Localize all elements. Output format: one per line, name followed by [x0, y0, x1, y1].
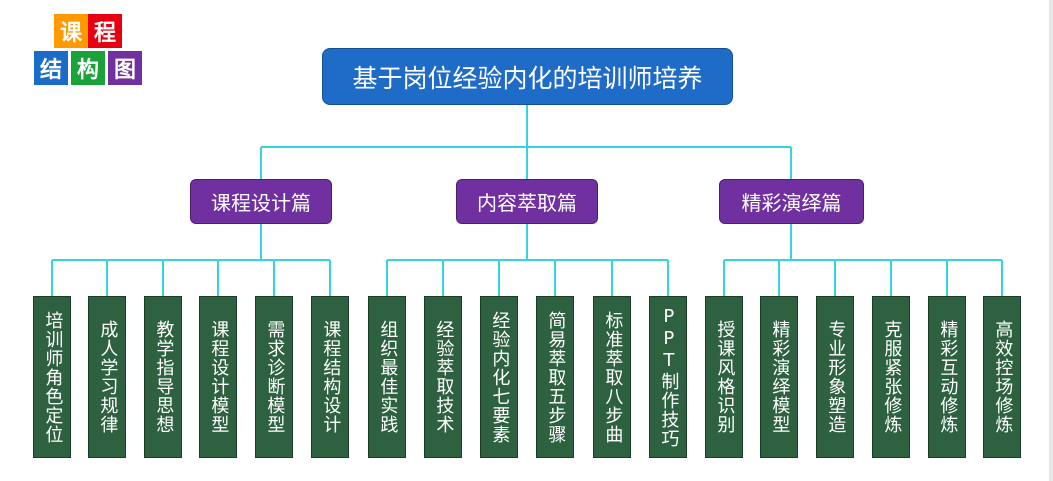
- logo-char-cheng: 程: [88, 14, 122, 48]
- root-node: 基于岗位经验内化的培训师培养: [322, 48, 733, 105]
- leaf-node: 成人学习规律: [88, 296, 126, 458]
- leaf-node: 需求诊断模型: [255, 296, 293, 458]
- leaf-node: 高效控场修炼: [983, 296, 1021, 458]
- logo-char-jie: 结: [34, 51, 68, 85]
- leaf-node: 精彩演绎模型: [760, 296, 798, 458]
- page-edge: [1049, 0, 1053, 481]
- branch-node-course-design: 课程设计篇: [190, 179, 332, 224]
- leaf-node: 组织最佳实践: [368, 296, 406, 458]
- leaf-node: 培训师角色定位: [33, 296, 71, 458]
- leaf-node: 专业形象塑造: [816, 296, 854, 458]
- leaf-node: 课程结构设计: [311, 296, 349, 458]
- branch-node-delivery: 精彩演绎篇: [719, 179, 864, 224]
- leaf-node: 简易萃取五步骤: [536, 296, 574, 458]
- leaf-node: 精彩互动修炼: [928, 296, 966, 458]
- leaf-node: 教学指导思想: [144, 296, 182, 458]
- leaf-node: 经验内化七要素: [480, 296, 518, 458]
- logo-char-ke: 课: [54, 14, 88, 48]
- leaf-node: 授课风格识别: [705, 296, 743, 458]
- leaf-node: 克服紧张修炼: [872, 296, 910, 458]
- leaf-node: 经验萃取技术: [424, 296, 462, 458]
- leaf-node: 课程设计模型: [199, 296, 237, 458]
- branch-node-content-extraction: 内容萃取篇: [456, 179, 598, 224]
- logo-char-gou: 构: [71, 51, 105, 85]
- leaf-node: PPT制作技巧: [649, 296, 687, 458]
- leaf-node: 标准萃取八步曲: [593, 296, 631, 458]
- logo-char-tu: 图: [108, 51, 142, 85]
